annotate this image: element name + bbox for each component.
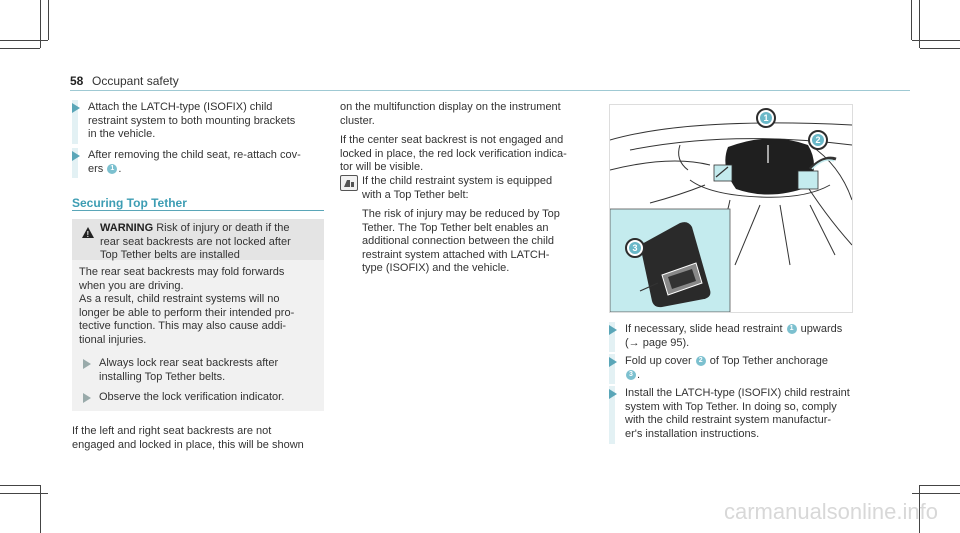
page-number: 58	[70, 74, 84, 88]
bullet-text: If necessary, slide head restraint 1 upw…	[625, 323, 843, 349]
callout-number: 1	[107, 163, 118, 174]
crop-mark	[48, 0, 49, 40]
note-text: If the child restraint system is equippe…	[362, 175, 553, 201]
bullet-text: Install the LATCH-type (ISOFIX) child re…	[625, 387, 850, 440]
warning-body: As a result, child restraint systems wil…	[79, 293, 295, 346]
callout-number: 2	[695, 356, 706, 367]
callout-badge-2: 2	[808, 130, 828, 150]
callout-badge-1: 1	[756, 108, 776, 128]
crop-mark	[911, 0, 912, 40]
bullet-arrow-icon	[72, 103, 80, 113]
body-text: If the left and right seat backrests are…	[72, 425, 304, 451]
bullet-stripe	[72, 100, 78, 144]
crop-mark	[0, 40, 48, 41]
warning-bullet: Observe the lock verification indicator.	[99, 391, 285, 403]
crop-mark	[920, 485, 960, 486]
bullet-arrow-icon	[83, 393, 91, 403]
bullet-text: After removing the child seat, re-attach…	[88, 149, 301, 175]
crop-mark	[40, 485, 41, 533]
bullet-stripe	[609, 386, 615, 444]
bullet-arrow-icon	[83, 359, 91, 369]
car-seat-illustration	[609, 104, 853, 313]
crop-mark	[912, 40, 960, 41]
bullet-arrow-icon	[609, 389, 617, 399]
warning-header	[72, 219, 324, 260]
callout-badge-3: 3	[625, 238, 645, 258]
child-seat-note-icon	[340, 175, 358, 191]
section-rule	[72, 210, 324, 211]
warning-icon-mark: !	[86, 230, 90, 239]
warning-head-text: WARNING Risk of injury or death if the r…	[100, 222, 291, 262]
bullet-text: Attach the LATCH-type (ISOFIX) child res…	[88, 101, 296, 141]
crop-mark	[0, 485, 40, 486]
bullet-text: Fold up cover 2 of Top Tether anchorage …	[625, 355, 829, 381]
warning-icon	[82, 227, 94, 238]
bullet-arrow-icon	[72, 151, 80, 161]
section-header: Occupant safety	[92, 74, 179, 88]
warning-bullet: Always lock rear seat backrests after in…	[99, 357, 279, 383]
body-text: If the center seat backrest is not engag…	[340, 134, 567, 174]
warning-body: The rear seat backrests may fold forward…	[79, 266, 285, 292]
callout-number: 1	[786, 324, 797, 335]
watermark: carmanualsonline.info	[723, 499, 938, 524]
bullet-arrow-icon	[609, 325, 617, 335]
bullet-stripe	[609, 322, 615, 352]
crop-mark	[40, 0, 41, 48]
bullet-stripe	[72, 148, 78, 178]
crop-mark	[919, 485, 920, 533]
note-text: The risk of injury may be reduced by Top…	[362, 208, 560, 275]
callout-number: 3	[626, 369, 636, 380]
bullet-stripe	[609, 354, 615, 384]
body-text: on the multifunction display on the inst…	[340, 101, 561, 127]
crop-mark	[919, 0, 920, 48]
header-rule	[70, 90, 910, 91]
section-title: Securing Top Tether	[72, 196, 187, 210]
bullet-arrow-icon	[609, 357, 617, 367]
illustration-svg	[609, 122, 853, 313]
crop-mark	[920, 48, 960, 49]
crop-mark	[0, 48, 40, 49]
crop-mark	[0, 493, 48, 494]
crop-mark	[912, 493, 960, 494]
